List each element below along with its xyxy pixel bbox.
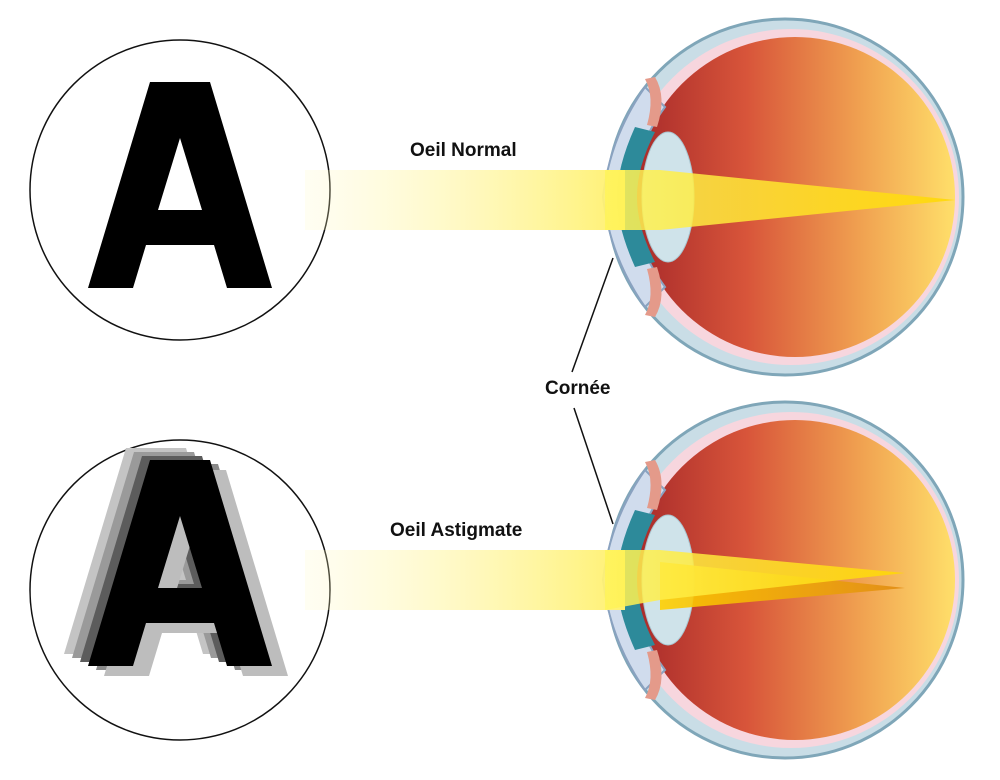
incoming-light-beam-astigmatic [305,550,625,610]
blurred-letter-a [64,448,288,676]
label-cornea: Cornée [545,378,611,399]
cornea-pointer-top [571,257,614,373]
incoming-light-beam-normal [305,170,625,230]
label-normal-eye: Oeil Normal [410,140,517,161]
sharp-letter-a [88,82,272,288]
split-focus-beam-upper [605,550,905,610]
focused-light-beam-normal [605,170,955,230]
label-astigmatic-eye: Oeil Astigmate [390,520,523,541]
cornea-pointer-bottom [573,407,614,525]
